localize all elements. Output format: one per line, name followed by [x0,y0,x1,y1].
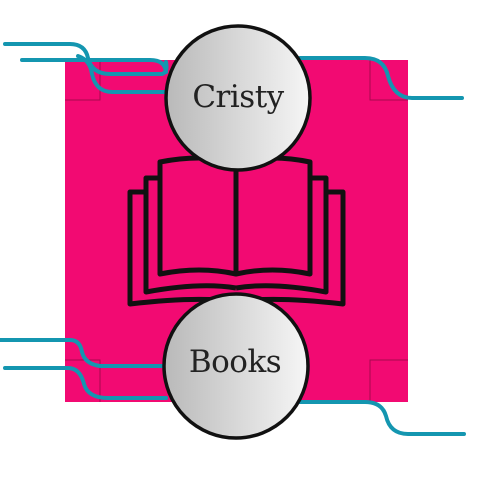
bottom-disc [162,292,310,440]
top-disc [164,24,312,172]
logo-word-top: Cristy [192,79,284,115]
logo-word-bottom: Books [188,344,282,380]
circuit-lines [0,42,466,436]
